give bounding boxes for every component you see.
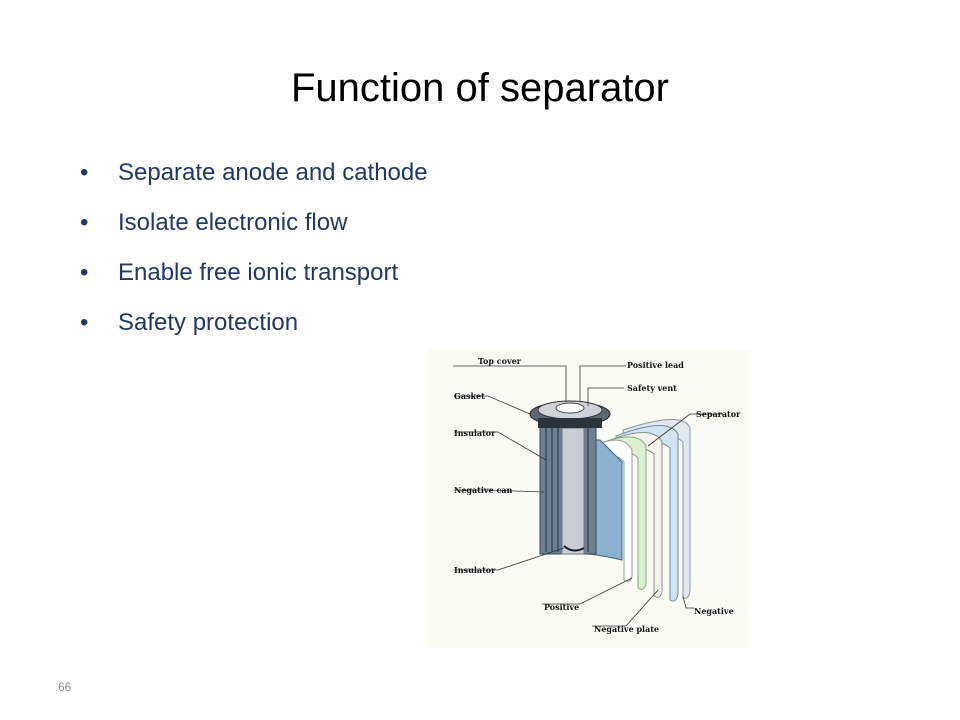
bullet-glyph: •: [80, 309, 89, 336]
bullet-glyph: •: [80, 159, 89, 186]
insulator-ring: [538, 418, 602, 428]
bottom-tab: [563, 545, 585, 552]
bullet-text: Separate anode and cathode: [118, 159, 428, 186]
central-core: [561, 427, 585, 555]
label-negative-can: Negative can: [454, 485, 512, 495]
slide-number: 66: [58, 680, 72, 694]
slide-title: Function of separator: [291, 66, 669, 110]
bullet-text: Enable free ionic transport: [118, 259, 399, 286]
label-positive: Positive: [544, 602, 579, 612]
label-negative-plate: Negative plate: [594, 624, 659, 634]
label-positive-lead: Positive lead: [627, 360, 684, 370]
battery-cutaway-illustration: Top cover Positive lead Safety vent Gask…: [428, 350, 750, 648]
label-separator: Separator: [696, 409, 741, 419]
label-insulator-bottom: Insulator: [454, 565, 496, 575]
bullet-glyph: •: [80, 209, 89, 236]
battery-cell-diagram: Top cover Positive lead Safety vent Gask…: [428, 350, 750, 648]
label-safety-vent: Safety vent: [627, 383, 677, 393]
label-negative: Negative: [694, 606, 734, 616]
label-top-cover: Top cover: [478, 356, 522, 366]
bullet-text: Isolate electronic flow: [118, 209, 348, 236]
positive-terminal: [555, 402, 585, 414]
label-insulator-top: Insulator: [454, 428, 496, 438]
bullet-glyph: •: [80, 259, 89, 286]
leader-lines: [453, 365, 723, 627]
label-gasket: Gasket: [454, 391, 485, 401]
bullet-text: Safety protection: [118, 309, 299, 336]
